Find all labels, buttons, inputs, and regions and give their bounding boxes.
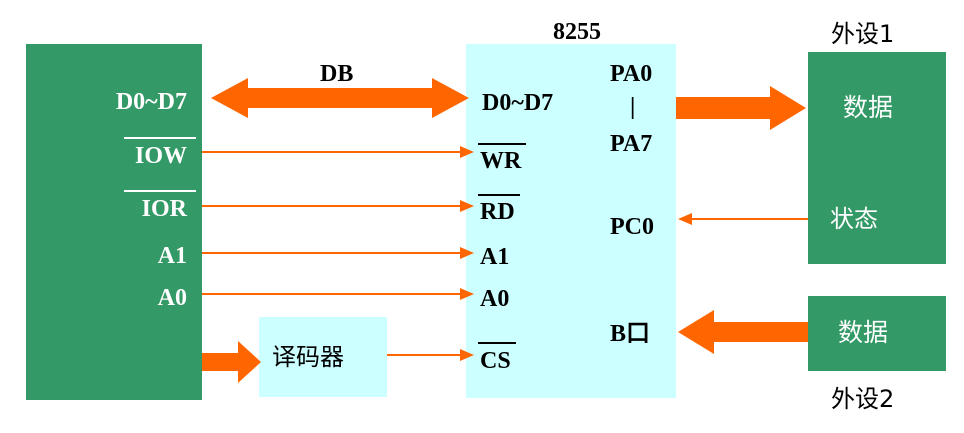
cs-overline bbox=[478, 342, 516, 344]
port-b-arrow bbox=[678, 310, 808, 354]
a1-arrowhead bbox=[460, 247, 474, 259]
cpu-pin-a0: A0 bbox=[157, 285, 187, 311]
chip-port-b: B口 bbox=[610, 321, 651, 347]
chip-pin-cs: CS bbox=[480, 348, 511, 374]
peripheral2-block bbox=[808, 296, 946, 371]
rd-overline bbox=[478, 194, 520, 196]
cpu-pin-ior: IOR bbox=[141, 196, 187, 222]
chip-title: 8255 bbox=[553, 19, 601, 45]
peripheral1-title: 外设1 bbox=[831, 20, 895, 48]
chip-pin-pa7: PA7 bbox=[610, 131, 653, 157]
bus-label: DB bbox=[320, 61, 354, 87]
decoder-block bbox=[259, 317, 387, 397]
peripheral1-status-label: 状态 bbox=[830, 205, 878, 233]
wr-overline bbox=[478, 143, 526, 145]
chip-pin-a0: A0 bbox=[480, 286, 510, 312]
iow-overline bbox=[124, 137, 196, 139]
cpu-decoder-arrow bbox=[202, 341, 261, 383]
peripheral2-data-label: 数据 bbox=[838, 318, 889, 347]
port-a-arrow bbox=[676, 86, 806, 130]
peripheral1-data-label: 数据 bbox=[843, 93, 894, 122]
a0-arrowhead bbox=[460, 288, 474, 300]
ior-rd-arrowhead bbox=[460, 200, 474, 212]
ior-overline bbox=[124, 190, 196, 192]
chip-pin-wr: WR bbox=[480, 148, 522, 174]
cpu-pin-d0-d7: D0~D7 bbox=[115, 89, 187, 115]
chip-pin-a1: A1 bbox=[480, 244, 510, 270]
data-bus-arrow bbox=[211, 78, 469, 118]
decoder-cs-arrowhead bbox=[460, 349, 474, 361]
status-pc0-arrowhead bbox=[678, 213, 692, 225]
peripheral2-title: 外设2 bbox=[831, 385, 895, 413]
chip-pin-rd: RD bbox=[480, 199, 515, 225]
cpu-pin-a1: A1 bbox=[157, 243, 187, 269]
chip-pin-pc0: PC0 bbox=[610, 214, 654, 240]
chip-pin-pa-separator: | bbox=[630, 94, 636, 120]
decoder-label: 译码器 bbox=[272, 343, 344, 371]
peripheral1-block bbox=[808, 52, 946, 264]
cpu-pin-iow: IOW bbox=[134, 143, 187, 169]
iow-wr-arrowhead bbox=[460, 146, 474, 158]
chip-pin-pa0: PA0 bbox=[610, 61, 653, 87]
chip-pin-d0-d7: D0~D7 bbox=[482, 90, 554, 116]
chip-8255-block bbox=[466, 44, 676, 398]
cpu-block bbox=[26, 44, 202, 400]
